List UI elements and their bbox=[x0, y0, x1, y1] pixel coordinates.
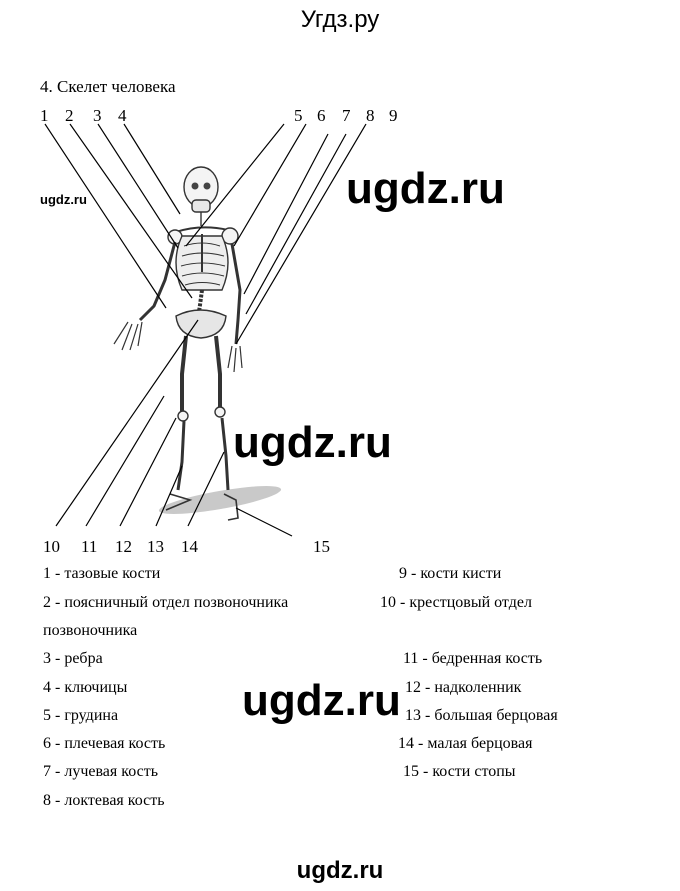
legend-item-2-continued: позвоночника bbox=[43, 622, 137, 640]
left-arm bbox=[140, 242, 175, 320]
floor-shadow bbox=[157, 480, 282, 519]
right-arm bbox=[232, 244, 240, 344]
footer-watermark: ugdz.ru bbox=[0, 857, 680, 885]
legend-item-15: 15 - кости стопы bbox=[403, 763, 516, 781]
legend-item-9: 9 - кости кисти bbox=[399, 565, 501, 583]
right-femur bbox=[216, 336, 220, 408]
left-hand bbox=[114, 322, 142, 350]
left-patella bbox=[178, 411, 188, 421]
legend-item-13: 13 - большая берцовая bbox=[405, 707, 558, 725]
legend-item-12: 12 - надколенник bbox=[405, 679, 521, 697]
watermark-middle: ugdz.ru bbox=[233, 418, 392, 468]
legend-item-2: 2 - поясничный отдел позвоночника bbox=[43, 594, 288, 612]
legend-item-10: 10 - крестцовый отдел bbox=[380, 594, 532, 612]
right-hand bbox=[228, 346, 242, 372]
legend-item-6: 6 - плечевая кость bbox=[43, 735, 165, 753]
watermark-top: ugdz.ru bbox=[346, 164, 505, 214]
legend-item-5: 5 - грудина bbox=[43, 707, 118, 725]
legend-item-8: 8 - локтевая кость bbox=[43, 792, 165, 810]
watermark-small: ugdz.ru bbox=[40, 192, 87, 207]
legend-item-14: 14 - малая берцовая bbox=[398, 735, 532, 753]
legend-item-7: 7 - лучевая кость bbox=[43, 763, 158, 781]
clavicles bbox=[176, 227, 228, 232]
legend-item-11: 11 - бедренная кость bbox=[403, 650, 542, 668]
pelvis bbox=[176, 310, 226, 338]
legend-item-3: 3 - ребра bbox=[43, 650, 103, 668]
watermark-bottom: ugdz.ru bbox=[242, 676, 401, 726]
left-femur bbox=[182, 336, 186, 412]
right-patella bbox=[215, 407, 225, 417]
left-tibia bbox=[178, 421, 184, 490]
legend-item-4: 4 - ключицы bbox=[43, 679, 127, 697]
skeleton-figure bbox=[114, 167, 242, 520]
legend-item-1: 1 - тазовые кости bbox=[43, 565, 160, 583]
